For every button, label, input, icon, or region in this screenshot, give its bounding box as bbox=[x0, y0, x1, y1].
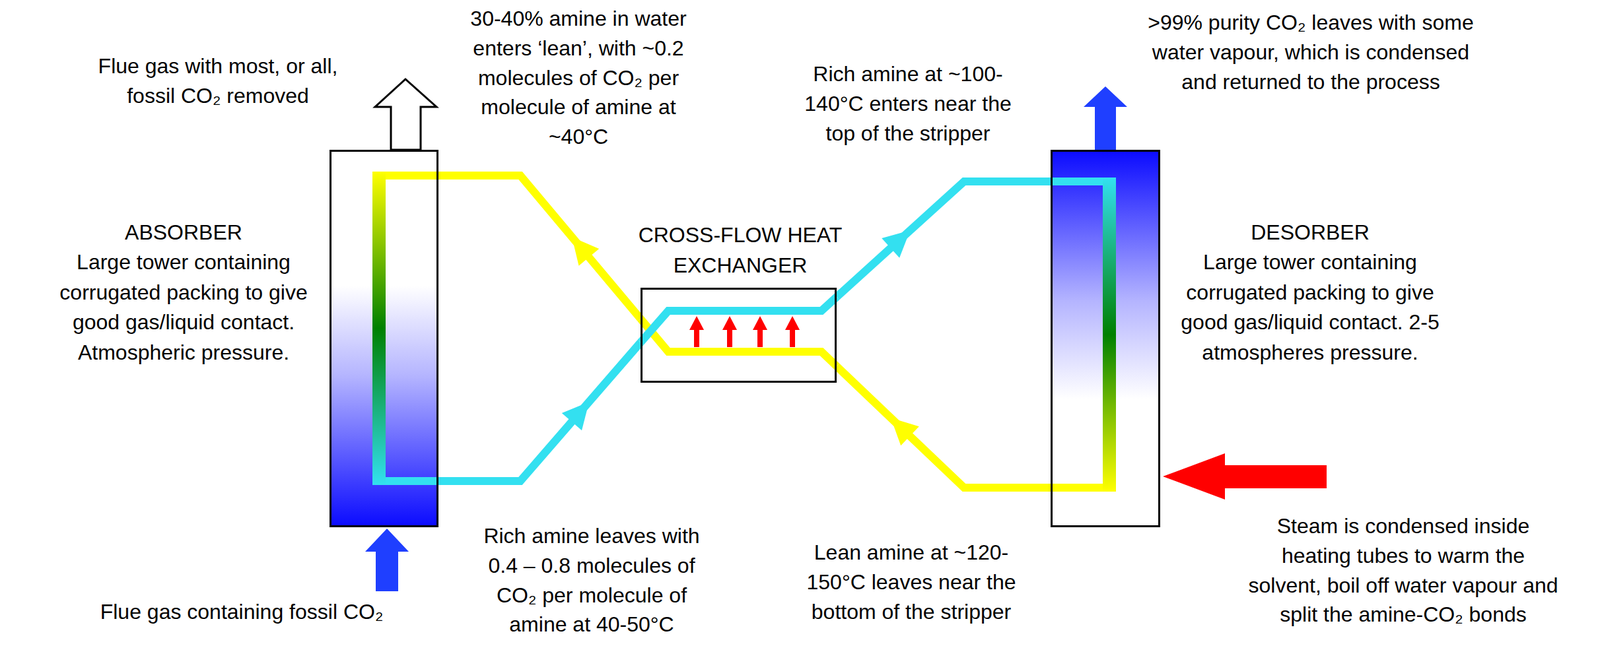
flow-line bbox=[836, 181, 1051, 298]
flow-connector-group bbox=[836, 366, 1051, 488]
text-group: CROSS-FLOW HEAT EXCHANGER bbox=[627, 220, 853, 281]
rich-stub bbox=[1050, 177, 1110, 186]
outlet-note: Flue gas with most, or all, fossil CO₂ r… bbox=[72, 51, 364, 111]
flue-gas-arrow bbox=[365, 528, 409, 592]
flow-line bbox=[438, 175, 641, 319]
lean-stub bbox=[379, 171, 439, 180]
exchanger-heading: CROSS-FLOW HEAT EXCHANGER bbox=[627, 220, 853, 281]
lean-amine-note: Lean amine at ~120-150°C leaves near the… bbox=[785, 538, 1037, 627]
arrow-head bbox=[571, 237, 599, 266]
steam-note: Steam is condensed inside heating tubes … bbox=[1244, 511, 1562, 630]
heat-arrows bbox=[689, 316, 800, 348]
tower-description: Large tower containing corrugated packin… bbox=[1178, 247, 1443, 368]
heat-exchanger-box: CROSS-FLOW HEAT EXCHANGER bbox=[640, 287, 837, 383]
tower-heading: ABSORBER bbox=[51, 217, 316, 248]
arrow-head bbox=[881, 230, 910, 259]
flow-connector-group bbox=[438, 175, 641, 319]
desorber-solvent-bar bbox=[1102, 177, 1116, 492]
desorber-fill bbox=[1050, 149, 1161, 528]
lean-stub bbox=[1050, 484, 1110, 492]
absorber-tower: ABSORBERLarge tower containing corrugate… bbox=[329, 149, 439, 528]
flow-line bbox=[438, 342, 641, 482]
absorber-fill bbox=[329, 149, 439, 528]
flow-line bbox=[836, 366, 1051, 488]
absorber-solvent-bar bbox=[372, 171, 386, 486]
rich-amine-note: Rich amine at ~100-140°C enters near the… bbox=[799, 59, 1017, 148]
arrow-head bbox=[890, 417, 920, 446]
text-group: DESORBERLarge tower containing corrugate… bbox=[1178, 217, 1443, 368]
tower-description: Large tower containing corrugated packin… bbox=[51, 247, 316, 368]
flow-connector-group bbox=[836, 181, 1051, 298]
lean-pass bbox=[640, 318, 837, 367]
text-group: ABSORBERLarge tower containing corrugate… bbox=[51, 217, 316, 368]
rich-pass bbox=[640, 297, 837, 343]
desorber-tower: DESORBERLarge tower containing corrugate… bbox=[1050, 149, 1161, 528]
co2-out-arrow bbox=[1083, 86, 1128, 150]
rich-amine-note: Rich amine leaves with 0.4 – 0.8 molecul… bbox=[466, 521, 718, 640]
clean-gas-arrow bbox=[375, 79, 437, 150]
arrow-head bbox=[561, 402, 590, 431]
lean-amine-note: 30-40% amine in water enters ‘lean’, wit… bbox=[469, 3, 688, 152]
rich-stub bbox=[379, 477, 439, 486]
flow-connector-group bbox=[438, 342, 641, 482]
tower-heading: DESORBER bbox=[1178, 217, 1443, 248]
inlet-note: Flue gas containing fossil CO₂ bbox=[76, 597, 407, 628]
steam-arrow bbox=[1162, 453, 1327, 500]
co2-product-note: >99% purity CO₂ leaves with some water v… bbox=[1145, 7, 1476, 97]
